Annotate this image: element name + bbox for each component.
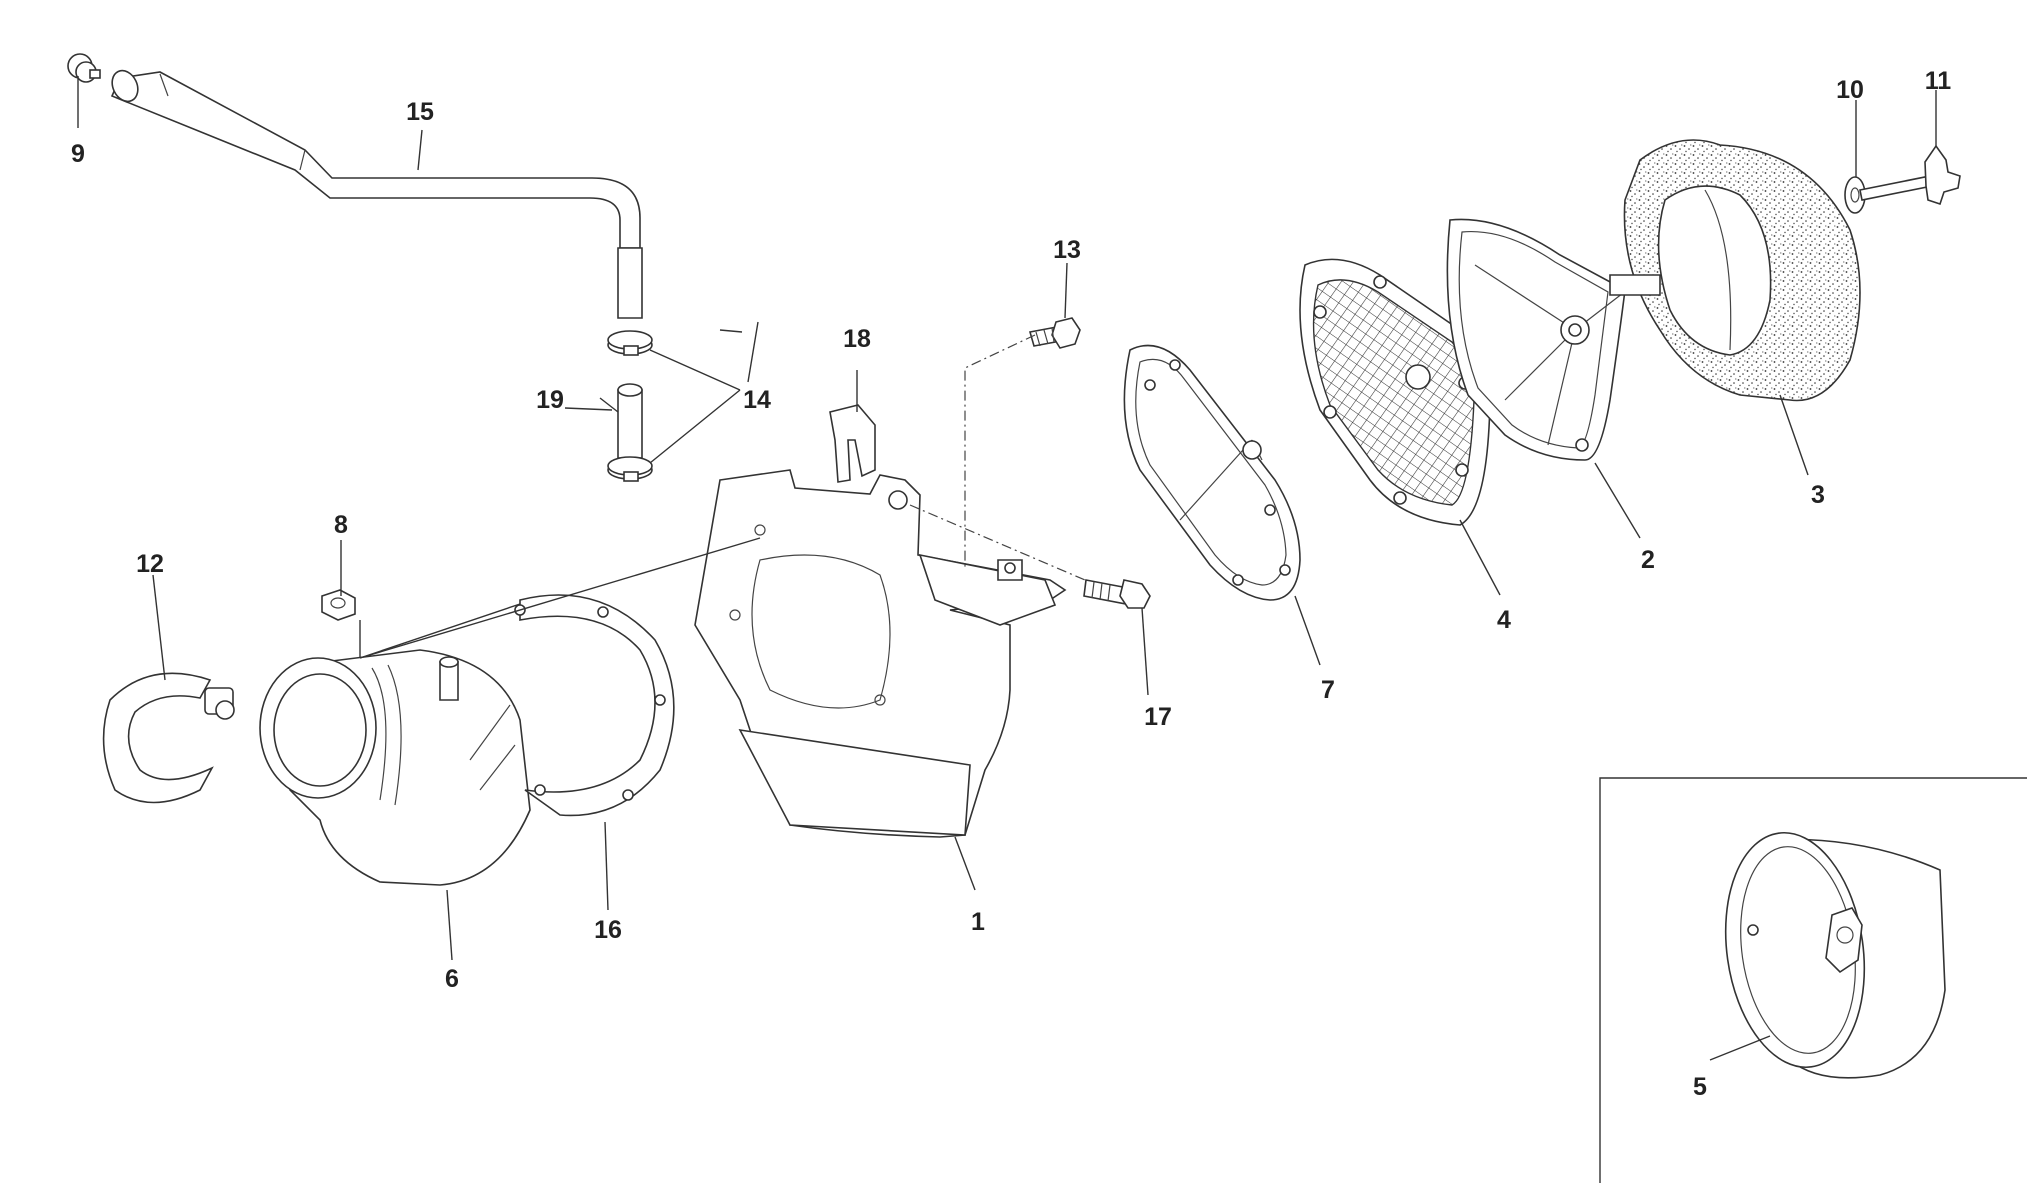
nut-part-8[interactable] — [321, 589, 356, 621]
hose-connector-part-19[interactable] — [617, 383, 643, 459]
callout-9: 9 — [71, 140, 85, 168]
wing-bolt-part-11[interactable] — [1859, 144, 1961, 206]
callout-3: 3 — [1811, 481, 1825, 509]
callout-7: 7 — [1321, 676, 1335, 704]
backing-plate-part-7[interactable] — [1123, 344, 1301, 601]
callout-18: 18 — [843, 325, 871, 353]
callout-19: 19 — [536, 386, 564, 414]
callout-labels: 9 15 19 14 18 13 12 8 6 16 1 17 7 4 2 3 … — [71, 67, 1951, 1101]
leader-lines — [77, 76, 1937, 1061]
callout-11: 11 — [1925, 67, 1952, 95]
hose-clamp-part-14-upper[interactable] — [607, 330, 653, 356]
callout-5: 5 — [1693, 1073, 1707, 1101]
assembly-lines — [359, 334, 1086, 659]
callout-17: 17 — [1144, 703, 1172, 731]
gasket-part-16[interactable] — [514, 594, 675, 817]
filter-frame-part-2[interactable] — [1446, 218, 1641, 461]
callout-13: 13 — [1053, 236, 1081, 264]
hose-clamp-part-9[interactable] — [67, 53, 101, 83]
callout-8: 8 — [334, 511, 348, 539]
intake-elbow-part-6[interactable] — [259, 649, 531, 886]
inset-panel — [1599, 777, 2027, 1183]
air-filter-cover-part-5[interactable] — [1711, 824, 1946, 1079]
breather-hose-part-15[interactable] — [107, 66, 643, 319]
callout-1: 1 — [971, 908, 985, 936]
mesh-screen-part-4[interactable] — [1299, 258, 1491, 526]
screw-part-13[interactable] — [1028, 317, 1081, 349]
callout-14: 14 — [743, 386, 771, 414]
callout-12: 12 — [136, 550, 164, 578]
bolt-part-17[interactable] — [1083, 579, 1151, 609]
clip-part-18[interactable] — [829, 404, 876, 483]
callout-10: 10 — [1836, 76, 1864, 104]
air-box-housing-part-1[interactable] — [694, 469, 1067, 838]
callout-2: 2 — [1641, 546, 1655, 574]
callout-16: 16 — [594, 916, 622, 944]
foam-filter-part-3[interactable] — [1609, 139, 1861, 402]
band-clamp-part-12[interactable] — [102, 672, 235, 804]
callout-15: 15 — [406, 98, 434, 126]
callout-4: 4 — [1497, 606, 1511, 634]
callout-6: 6 — [445, 965, 459, 993]
hose-clamp-part-14-lower[interactable] — [607, 456, 653, 482]
